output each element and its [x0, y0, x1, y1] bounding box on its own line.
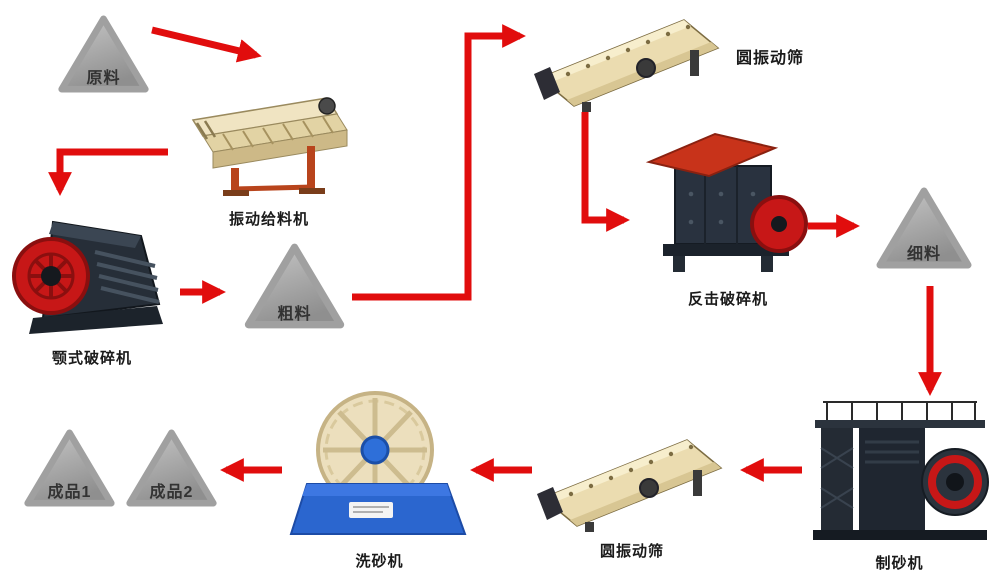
- sand-washer-label: 洗砂机: [355, 553, 404, 570]
- product-2-label: 成品2: [149, 484, 194, 501]
- node-fine-material: 细料: [874, 184, 974, 272]
- node-vibrating-screen-bottom: 圆振动筛: [536, 426, 728, 561]
- node-raw-material: 原料: [56, 12, 151, 96]
- sand-maker-illustration: [813, 401, 989, 540]
- node-product-2: 成品2: [124, 426, 219, 510]
- impact-crusher-illustration: [645, 132, 808, 272]
- product-1-label: 成品1: [47, 484, 92, 501]
- vibrating-feeder-label: 振动给料机: [228, 211, 309, 228]
- vibrating-screen-bottom-illustration: [537, 439, 723, 532]
- product-2-triangle: [126, 429, 217, 507]
- node-vibrating-screen-top: [533, 6, 725, 114]
- arrow-raw-to-feeder: [151, 26, 262, 63]
- sand-maker-label: 制砂机: [875, 555, 924, 572]
- arrow-screen-top-to-impact-crusher: [581, 112, 630, 232]
- coarse-material-label: 粗料: [277, 306, 312, 323]
- node-jaw-crusher: 颚式破碎机: [6, 206, 178, 368]
- node-impact-crusher: 反击破碎机: [642, 124, 814, 309]
- raw-material-label: 原料: [86, 70, 121, 87]
- node-coarse-material: 粗料: [242, 240, 347, 332]
- impact-crusher-label: 反击破碎机: [687, 291, 768, 308]
- node-vibrating-feeder: 振动给料机: [178, 90, 360, 229]
- node-sand-washer: 洗砂机: [286, 386, 473, 571]
- coarse-material-triangle: [244, 243, 345, 329]
- vibrating-screen-top-label: 圆振动筛: [736, 50, 805, 67]
- vibrating-feeder-illustration: [191, 97, 348, 196]
- fine-material-triangle: [876, 187, 972, 269]
- jaw-crusher-illustration: [12, 220, 163, 334]
- jaw-crusher-label: 颚式破碎机: [51, 350, 132, 367]
- product-1-triangle: [24, 429, 115, 507]
- sand-washer-illustration: [289, 391, 467, 535]
- arrow-coarse-to-screen-top: [352, 24, 526, 301]
- vibrating-screen-bottom-label: 圆振动筛: [599, 543, 664, 560]
- vibrating-screen-top-illustration: [534, 19, 720, 112]
- fine-material-label: 细料: [906, 246, 941, 263]
- node-product-1: 成品1: [22, 426, 117, 510]
- arrow-feeder-to-jaw-crusher: [48, 148, 168, 196]
- node-sand-maker: 制砂机: [806, 396, 993, 573]
- raw-material-triangle: [58, 15, 149, 93]
